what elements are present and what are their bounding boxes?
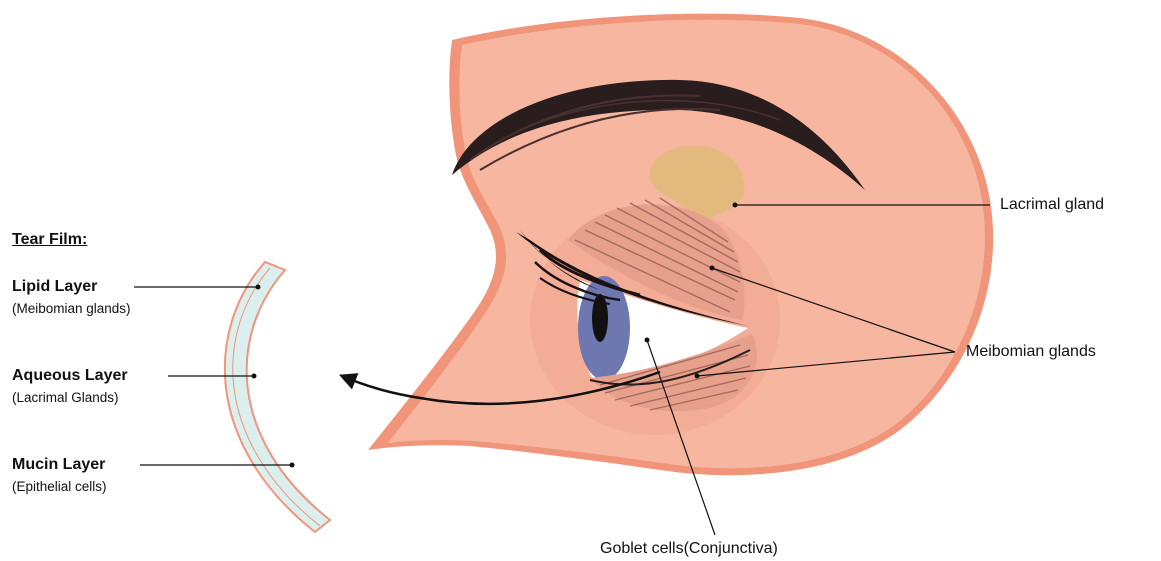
goblet-cells-label: Goblet cells(Conjunctiva) xyxy=(600,541,778,557)
aqueous-layer-label: Aqueous Layer xyxy=(12,368,128,384)
mucin-layer-dot xyxy=(290,463,295,468)
lipid-layer-dot xyxy=(256,285,261,290)
tear-film-outline xyxy=(225,262,330,532)
lipid-layer-label: Lipid Layer xyxy=(12,279,97,295)
meibomian-glands-label: Meibomian glands xyxy=(966,344,1096,360)
mucin-layer-label: Mucin Layer xyxy=(12,457,105,473)
lipid-layer-source: (Meibomian glands) xyxy=(12,302,131,316)
meibomian-upper-dot xyxy=(710,266,715,271)
meibomian-lower-dot xyxy=(695,374,700,379)
lacrimal-gland-label: Lacrimal gland xyxy=(1000,197,1104,213)
mucin-layer-source: (Epithelial cells) xyxy=(12,480,107,494)
lacrimal-gland-dot xyxy=(733,203,738,208)
tear-film-heading: Tear Film: xyxy=(12,232,87,248)
aqueous-layer-dot xyxy=(252,374,257,379)
tear-film-section xyxy=(225,262,330,532)
goblet-cells-dot xyxy=(645,338,650,343)
aqueous-layer-source: (Lacrimal Glands) xyxy=(12,391,119,405)
